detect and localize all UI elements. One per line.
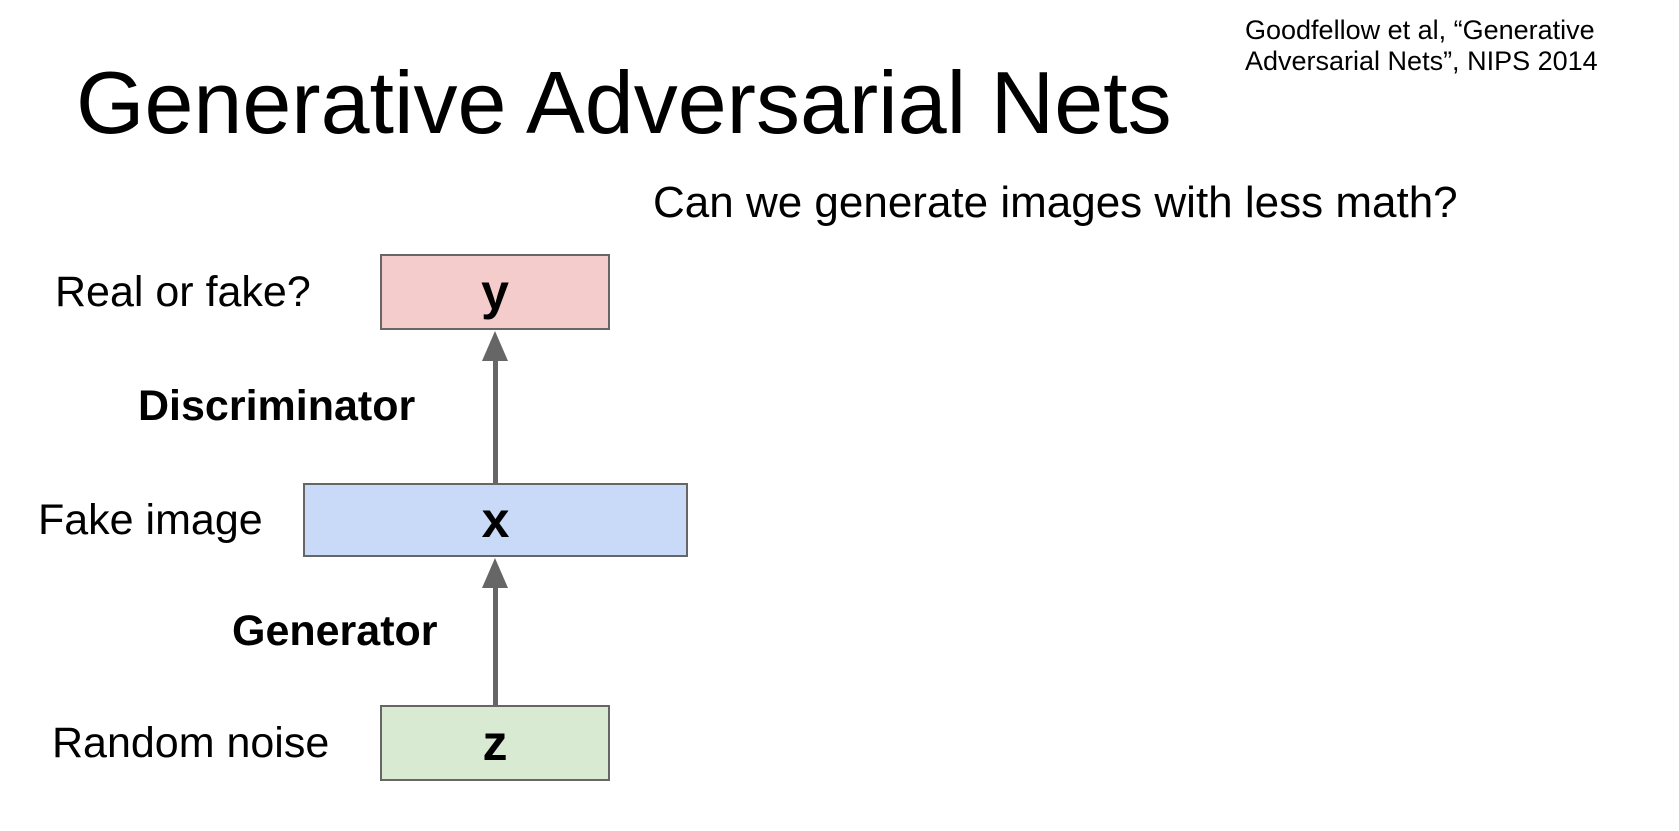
label-real-or-fake: Real or fake? [55,268,311,316]
node-z-box: z [380,705,610,781]
citation: Goodfellow et al, “Generative Adversaria… [1245,15,1598,77]
slide-title: Generative Adversarial Nets [76,53,1172,152]
question-text: Can we generate images with less math? [653,178,1458,227]
citation-line-1: Goodfellow et al, “Generative [1245,15,1595,45]
arrow-z-to-x-shaft [493,585,498,705]
node-y-letter: y [481,264,509,320]
label-random-noise: Random noise [52,719,330,767]
arrow-x-to-y-shaft [493,358,498,483]
arrow-z-to-x-head-icon [482,558,508,588]
citation-line-2: Adversarial Nets”, NIPS 2014 [1245,46,1598,76]
node-y-box: y [380,254,610,330]
arrow-x-to-y-head-icon [482,331,508,361]
node-x-box: x [303,483,688,557]
label-discriminator: Discriminator [138,382,416,430]
node-z-letter: z [482,715,508,771]
label-fake-image: Fake image [38,496,263,544]
label-generator: Generator [232,607,438,655]
node-x-letter: x [481,492,510,548]
